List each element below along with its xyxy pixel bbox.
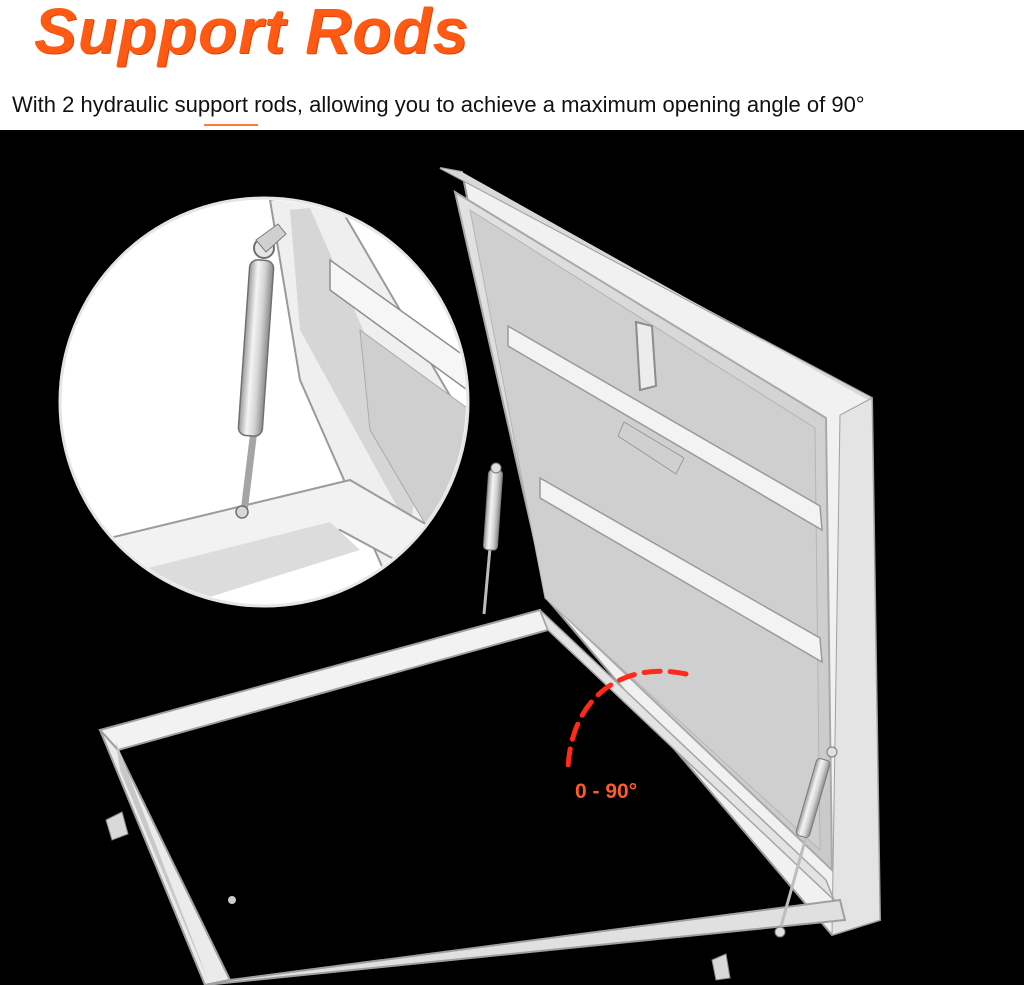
support-rod-right xyxy=(774,746,838,938)
accent-underline xyxy=(204,124,258,126)
feature-description: With 2 hydraulic support rods, allowing … xyxy=(12,92,865,117)
magnified-detail xyxy=(58,196,470,608)
product-illustration xyxy=(0,130,1024,985)
angle-label: 0 - 90° xyxy=(575,780,638,803)
hatch-frame xyxy=(98,608,847,985)
page-title: Support Rods xyxy=(34,0,470,67)
hatch-illustration xyxy=(58,167,882,985)
angle-arc xyxy=(565,668,689,773)
open-lid xyxy=(439,167,882,937)
support-rod-left xyxy=(482,462,504,615)
